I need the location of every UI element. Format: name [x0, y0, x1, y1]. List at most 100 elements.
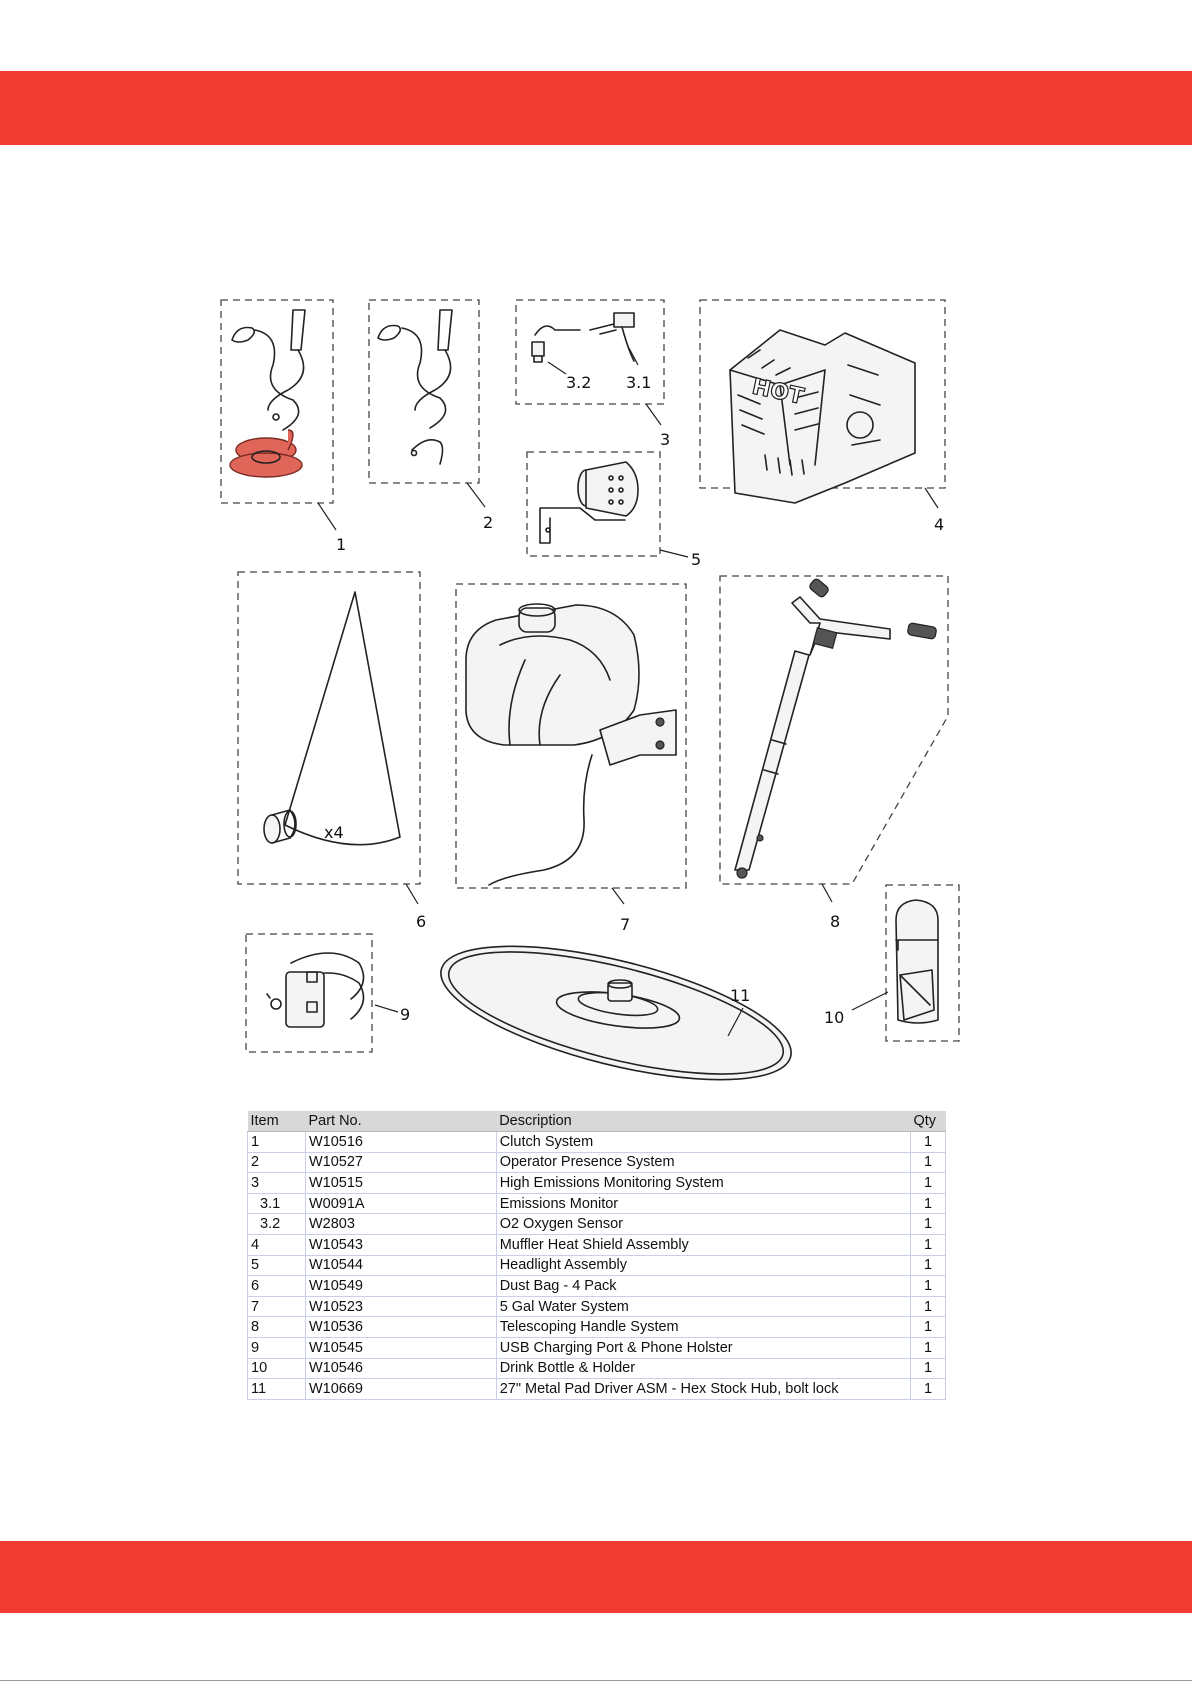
part-4-muffler-heat-shield: HOT 4: [699, 299, 946, 534]
callout-2: 2: [483, 513, 493, 532]
cell-item: 6: [247, 1275, 306, 1297]
cell-description: USB Charging Port & Phone Holster: [496, 1337, 912, 1359]
cell-description: Drink Bottle & Holder: [496, 1358, 912, 1380]
cell-description: Telescoping Handle System: [496, 1316, 912, 1338]
part-1-frame: [220, 299, 334, 504]
part-8-telescoping-handle: 8: [719, 575, 949, 931]
cell-qty: 1: [910, 1378, 946, 1400]
cell-part-no: W10523: [305, 1296, 497, 1318]
table-row: 7 W10523 5 Gal Water System 1: [247, 1296, 946, 1318]
table-row: 5 W10544 Headlight Assembly 1: [247, 1255, 946, 1277]
cell-item: 4: [247, 1234, 306, 1256]
callout-10: 10: [824, 1008, 844, 1027]
cell-description: High Emissions Monitoring System: [496, 1172, 912, 1194]
cell-qty: 1: [910, 1255, 946, 1277]
header-item: Item: [247, 1111, 306, 1132]
part-1-clutch-system: 1: [220, 299, 346, 554]
cell-qty: 1: [910, 1152, 946, 1174]
part-6-frame: [237, 571, 421, 885]
table-row: 6 W10549 Dust Bag - 4 Pack 1: [247, 1275, 946, 1297]
table-row: 3 W10515 High Emissions Monitoring Syste…: [247, 1172, 946, 1194]
callout-1: 1: [336, 535, 346, 554]
table-header-row: Item Part No. Description Qty: [247, 1111, 946, 1132]
cell-qty: 1: [910, 1337, 946, 1359]
table-row: 2 W10527 Operator Presence System 1: [247, 1152, 946, 1174]
cell-description: 27" Metal Pad Driver ASM - Hex Stock Hub…: [496, 1378, 912, 1400]
cell-item: 5: [247, 1255, 306, 1277]
callout-3-1: 3.1: [626, 373, 651, 392]
callout-5: 5: [691, 550, 701, 569]
cell-part-no: W10545: [305, 1337, 497, 1359]
cell-part-no: W10543: [305, 1234, 497, 1256]
cell-description: Operator Presence System: [496, 1152, 912, 1174]
exploded-parts-diagram: 1 2 3.2 3.1 3: [220, 299, 960, 1081]
parts-table: Item Part No. Description Qty 1 W10516 C…: [247, 1111, 946, 1400]
part-3-emissions-system: 3.2 3.1 3: [515, 299, 670, 449]
cell-qty: 1: [910, 1131, 946, 1153]
callout-3-2: 3.2: [566, 373, 591, 392]
cell-description: Emissions Monitor: [496, 1193, 912, 1215]
cell-description: Headlight Assembly: [496, 1255, 912, 1277]
part-9-usb-holster: 9: [245, 933, 410, 1053]
cell-qty: 1: [910, 1275, 946, 1297]
part-10-drink-bottle: 10: [824, 884, 960, 1042]
part-5-frame: [526, 451, 661, 557]
header-part-no: Part No.: [305, 1111, 497, 1132]
table-row: 3.2 W2803 O2 Oxygen Sensor 1: [247, 1213, 946, 1235]
table-row: 3.1 W0091A Emissions Monitor 1: [247, 1193, 946, 1215]
cell-qty: 1: [910, 1296, 946, 1318]
cell-qty: 1: [910, 1193, 946, 1215]
cell-item: 10: [247, 1358, 306, 1380]
table-row: 4 W10543 Muffler Heat Shield Assembly 1: [247, 1234, 946, 1256]
table-row: 9 W10545 USB Charging Port & Phone Holst…: [247, 1337, 946, 1359]
cell-description: Muffler Heat Shield Assembly: [496, 1234, 912, 1256]
cell-description: 5 Gal Water System: [496, 1296, 912, 1318]
table-row: 10 W10546 Drink Bottle & Holder 1: [247, 1358, 946, 1380]
cell-part-no: W10549: [305, 1275, 497, 1297]
part-10-frame: [885, 884, 960, 1042]
cell-qty: 1: [910, 1172, 946, 1194]
cell-item: 3.2: [247, 1213, 306, 1235]
cell-part-no: W10546: [305, 1358, 497, 1380]
cell-part-no: W10516: [305, 1131, 497, 1153]
callout-6-qty: x4: [324, 823, 344, 842]
cell-qty: 1: [910, 1358, 946, 1380]
header-description: Description: [496, 1111, 911, 1132]
cell-item: 7: [247, 1296, 306, 1318]
cell-item: 3: [247, 1172, 306, 1194]
part-7-water-system: 7: [455, 583, 687, 934]
cell-item: 2: [247, 1152, 306, 1174]
cell-item: 1: [247, 1131, 306, 1153]
part-5-headlight-assembly: 5: [526, 451, 701, 569]
callout-4: 4: [934, 515, 944, 534]
callout-6: 6: [416, 912, 426, 931]
header-qty: Qty: [910, 1111, 946, 1132]
cell-qty: 1: [910, 1316, 946, 1338]
table-row: 8 W10536 Telescoping Handle System 1: [247, 1316, 946, 1338]
callout-8: 8: [830, 912, 840, 931]
cell-description: O2 Oxygen Sensor: [496, 1213, 912, 1235]
cell-part-no: W10669: [305, 1378, 497, 1400]
part-7-frame: [455, 583, 687, 889]
cell-part-no: W10544: [305, 1255, 497, 1277]
part-8-frame: [719, 575, 949, 885]
part-3-frame: [515, 299, 665, 405]
cell-part-no: W10536: [305, 1316, 497, 1338]
cell-qty: 1: [910, 1234, 946, 1256]
cell-description: Clutch System: [496, 1131, 912, 1153]
cell-description: Dust Bag - 4 Pack: [496, 1275, 912, 1297]
callout-11: 11: [730, 986, 750, 1005]
part-2-frame: [368, 299, 480, 484]
part-11-pad-driver: 11: [440, 945, 792, 1081]
callout-9: 9: [400, 1005, 410, 1024]
header-band: [0, 71, 1192, 145]
part-2-operator-presence-system: 2: [368, 299, 493, 532]
bottom-rule: [0, 1680, 1192, 1681]
cell-item: 11: [247, 1378, 306, 1400]
cell-qty: 1: [910, 1213, 946, 1235]
cell-part-no: W0091A: [305, 1193, 497, 1215]
cell-part-no: W2803: [305, 1213, 497, 1235]
callout-7: 7: [620, 915, 630, 934]
cell-item: 8: [247, 1316, 306, 1338]
cell-part-no: W10515: [305, 1172, 497, 1194]
